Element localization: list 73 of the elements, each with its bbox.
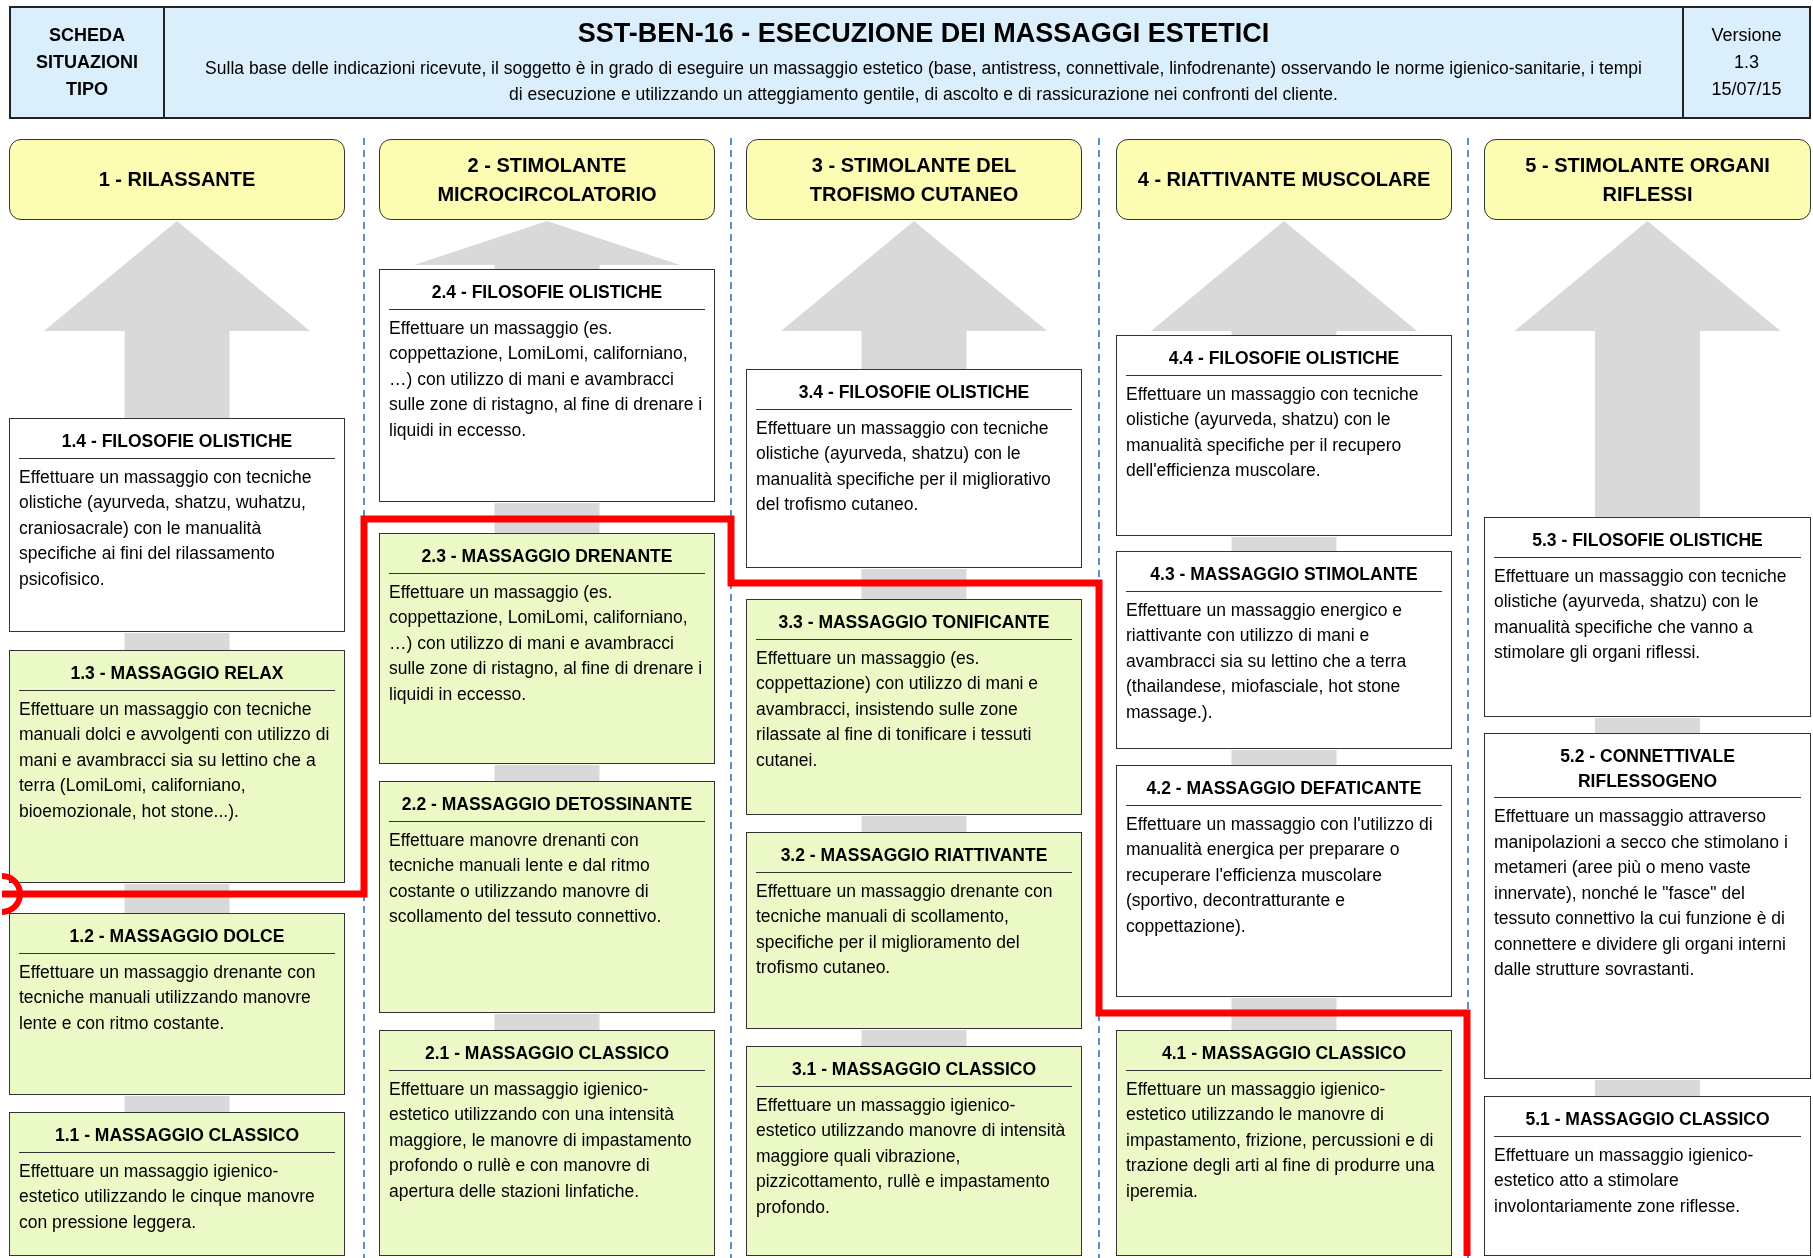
card-heading: 2.1 - MASSAGGIO CLASSICO xyxy=(389,1037,705,1071)
card-text: Effettuare un massaggio drenante con tecniche manuali di scollamento, specifiche per il miglioramento del trofismo cutaneo. xyxy=(756,879,1054,980)
card-text: Effettuare un massaggio con tecniche olistiche (ayurveda, shatzu) con le manualità specifiche per il migliorativo del trofismo cutaneo. xyxy=(756,416,1052,517)
step-card xyxy=(379,1030,715,1256)
card-heading: 1.2 - MASSAGGIO DOLCE xyxy=(19,920,335,954)
card-heading: 4.2 - MASSAGGIO DEFATICANTE xyxy=(1126,772,1442,806)
card-text: Effettuare un massaggio (es. coppettazione) con utilizzo di mani e avambracci, insistendo sulle zone rilassate al fine di tonificare i tessuti cutanei. xyxy=(756,646,1040,772)
step-card xyxy=(746,1046,1082,1256)
arrow xyxy=(44,221,310,418)
card-text: Effettuare un massaggio igienico-estetico utilizzando le cinque manovre con pressione leggera. xyxy=(19,1159,316,1234)
card-text: Effettuare un massaggio con tecniche olistiche (ayurveda, shatzu) con le manualità specifiche che vanno a stimolare gli organi riflessi. xyxy=(1494,564,1788,665)
card-heading: 1.3 - MASSAGGIO RELAX xyxy=(19,657,335,691)
step-card xyxy=(379,781,715,1013)
step-card xyxy=(1116,765,1452,997)
step-card xyxy=(9,418,345,632)
step-card xyxy=(1116,335,1452,536)
form-type-label: SCHEDA SITUAZIONI TIPO xyxy=(35,24,139,101)
card-text: Effettuare un massaggio igienico-estetico utilizzando con una intensità maggiore, le manovre di impastamento profondo o rullè e con manovre di apertura delle stazioni linfatiche. xyxy=(389,1077,693,1203)
step-card xyxy=(1484,517,1811,717)
card-heading: 3.2 - MASSAGGIO RIATTIVANTE xyxy=(756,839,1072,873)
card-text: Effettuare un massaggio igienico-estetico utilizzando manovre di intensità maggiore quali vibrazione, pizzicottamento, rullè e impastamento profondo. xyxy=(756,1093,1067,1219)
card-heading: 4.1 - MASSAGGIO CLASSICO xyxy=(1126,1037,1442,1071)
card-heading: 2.2 - MASSAGGIO DETOSSINANTE xyxy=(389,788,705,822)
card-text: Effettuare manovre drenanti con tecniche manuali lente e dal ritmo costante o utilizzando manovre di scollamento del tessuto connettivo. xyxy=(389,828,663,929)
column-header: 4 - RIATTIVANTE MUSCOLARE xyxy=(1116,139,1452,220)
caption: Sulla base delle indicazioni ricevute, il soggetto è in grado di eseguire un massaggio estetico (base, antistress, connettivale, linfodrenante) osservando le norme igienico-sanitarie, i tempi di esecuzione e utilizzando un atteggiamento gentile, di ascolto e di rassicurazione nei confronti del cliente. xyxy=(204,56,1643,106)
step-card xyxy=(746,599,1082,815)
card-text: Effettuare un massaggio con tecniche manuali dolci e avvolgenti con utilizzo di mani e avambracci sia su lettino che a terra (LomiLomi, californiano, bioemozionale, hot stone...). xyxy=(19,697,331,823)
column-header: 5 - STIMOLANTE ORGANI RIFLESSI xyxy=(1484,139,1811,220)
step-card xyxy=(1484,733,1811,1079)
arrow xyxy=(781,221,1047,369)
card-heading: 1.1 - MASSAGGIO CLASSICO xyxy=(19,1119,335,1153)
card-text: Effettuare un massaggio drenante con tecniche manuali utilizzando manovre lente e con ritmo costante. xyxy=(19,960,317,1035)
arrow xyxy=(1514,221,1781,517)
card-heading: 5.2 - CONNETTIVALE RIFLESSOGENO xyxy=(1494,740,1801,798)
card-heading: 3.1 - MASSAGGIO CLASSICO xyxy=(756,1053,1072,1087)
step-card xyxy=(1116,1030,1452,1256)
card-text: Effettuare un massaggio energico e riattivante con utilizzo di mani e avambracci sia su lettino che a terra (thailandese, miofasciale, hot stone massage.). xyxy=(1126,598,1408,724)
column-header: 2 - STIMOLANTE MICROCIRCOLATORIO xyxy=(379,139,715,220)
card-text: Effettuare un massaggio igienico-estetico atto a stimolare involontariamente zone riflesse. xyxy=(1494,1143,1755,1218)
step-card xyxy=(9,650,345,883)
card-text: Effettuare un massaggio con tecniche olistiche (ayurveda, shatzu, wuhatzu, craniosacrale) con le manualità specifiche ai fini del rilassamento psicofisico. xyxy=(19,465,313,591)
step-card xyxy=(379,269,715,502)
card-heading: 3.4 - FILOSOFIE OLISTICHE xyxy=(756,376,1072,410)
card-text: Effettuare un massaggio attraverso manipolazioni a secco che stimolano i metameri (aree più o meno vaste innervate), nonché le "fasce" del tessuto connettivo la cui funzione è di connettere e dividere gli organi interni dalle strutture sovrastanti. xyxy=(1494,805,1789,982)
step-card xyxy=(746,369,1082,568)
version-text: Versione xyxy=(1711,24,1782,47)
title: SST-BEN-16 - ESECUZIONE DEI MASSAGGI ESTETICI xyxy=(577,17,1270,49)
card-text: Effettuare un massaggio (es. coppettazione, LomiLomi, californiano, …) con utilizzo di mani e avambracci sulle zone di ristagno, al fine di drenare i liquidi in eccesso. xyxy=(389,316,704,442)
step-card xyxy=(379,533,715,764)
step-card xyxy=(9,913,345,1095)
column-header: 1 - RILASSANTE xyxy=(9,139,345,220)
arrow xyxy=(1151,221,1417,335)
step-card xyxy=(746,832,1082,1029)
card-heading: 3.3 - MASSAGGIO TONIFICANTE xyxy=(756,606,1072,640)
card-heading: 5.1 - MASSAGGIO CLASSICO xyxy=(1494,1103,1801,1137)
card-text: Effettuare un massaggio (es. coppettazione, LomiLomi, californiano, …) con utilizzo di mani e avambracci sulle zone di ristagno, al fine di drenare i liquidi in eccesso. xyxy=(389,580,704,706)
card-text: Effettuare un massaggio igienico-estetico utilizzando le manovre di impastamento, frizione, percussioni e di trazione degli arti al fine di produrre una iperemia. xyxy=(1126,1077,1436,1203)
version-text: 1.3 xyxy=(1734,51,1759,74)
card-heading: 2.4 - FILOSOFIE OLISTICHE xyxy=(389,276,705,310)
card-heading: 2.3 - MASSAGGIO DRENANTE xyxy=(389,540,705,574)
arrow xyxy=(414,221,680,269)
card-heading: 4.4 - FILOSOFIE OLISTICHE xyxy=(1126,342,1442,376)
step-card xyxy=(1484,1096,1811,1256)
step-card xyxy=(9,1112,345,1256)
card-heading: 1.4 - FILOSOFIE OLISTICHE xyxy=(19,425,335,459)
card-text: Effettuare un massaggio con l'utilizzo di manualità energica per preparare o recuperare l'efficienza muscolare (sportivo, decontratturante e coppettazione). xyxy=(1126,812,1434,938)
version-text: 15/07/15 xyxy=(1711,78,1782,101)
card-heading: 4.3 - MASSAGGIO STIMOLANTE xyxy=(1126,558,1442,592)
card-text: Effettuare un massaggio con tecniche olistiche (ayurveda, shatzu) con le manualità specifiche per il recupero dell'efficienza muscolare. xyxy=(1126,382,1420,483)
step-card xyxy=(1116,551,1452,749)
column-header: 3 - STIMOLANTE DEL TROFISMO CUTANEO xyxy=(746,139,1082,220)
card-heading: 5.3 - FILOSOFIE OLISTICHE xyxy=(1494,524,1801,558)
